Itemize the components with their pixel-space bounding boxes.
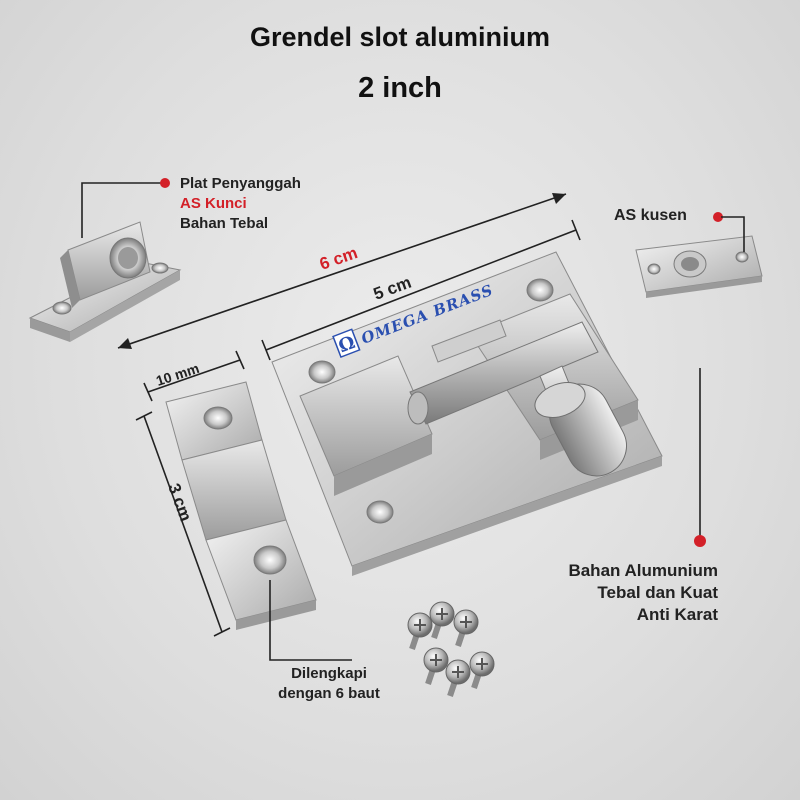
keeper-label-line2: AS Kunci — [180, 195, 247, 212]
screw — [423, 647, 449, 685]
keeper-callout-line — [81, 178, 170, 238]
material-label: Bahan Alumunium Tebal dan Kuat Anti Kara… — [540, 560, 718, 626]
strike-label: AS kusen — [614, 207, 687, 224]
screw — [445, 659, 471, 697]
material-callout-line — [694, 368, 706, 547]
material-label-line3: Anti Karat — [636, 605, 718, 624]
strike-plate — [635, 235, 763, 298]
plate-length-dimension — [261, 219, 581, 361]
width-label: 10 mm — [154, 360, 201, 389]
keeper-label-line1: Plat Penyanggah — [180, 175, 301, 192]
strike-callout-line — [713, 212, 745, 252]
screws-label-line1: Dilengkapi — [291, 665, 367, 682]
screw — [469, 651, 495, 689]
keeper-label: Plat Penyanggah AS Kunci Bahan Tebal — [180, 174, 301, 234]
keeper-label-line3: Bahan Tebal — [180, 215, 269, 232]
screws-label: Dilengkapi dengan 6 baut — [264, 664, 394, 704]
front-keeper — [165, 381, 317, 630]
height-dimension — [135, 411, 231, 637]
screw — [429, 601, 455, 639]
screw — [453, 609, 479, 647]
material-label-line1: Bahan Alumunium — [568, 561, 718, 580]
overall-length-arrow — [117, 193, 567, 349]
product-title: Grendel slot aluminium — [249, 22, 551, 52]
material-label-line2: Tebal dan Kuat — [597, 583, 718, 602]
bolt-base-plate — [271, 251, 663, 576]
screws-callout-line — [269, 580, 352, 661]
keeper-bracket — [28, 221, 182, 342]
brand-symbol: Ω — [336, 332, 358, 357]
screw — [407, 612, 433, 650]
product-size: 2 inch — [358, 72, 442, 104]
width-dimension — [143, 350, 245, 402]
plate-length-label: 5 cm — [371, 273, 414, 304]
screws-label-line2: dengan 6 baut — [278, 685, 380, 702]
screws — [407, 601, 495, 697]
overall-length-label: 6 cm — [317, 243, 360, 274]
